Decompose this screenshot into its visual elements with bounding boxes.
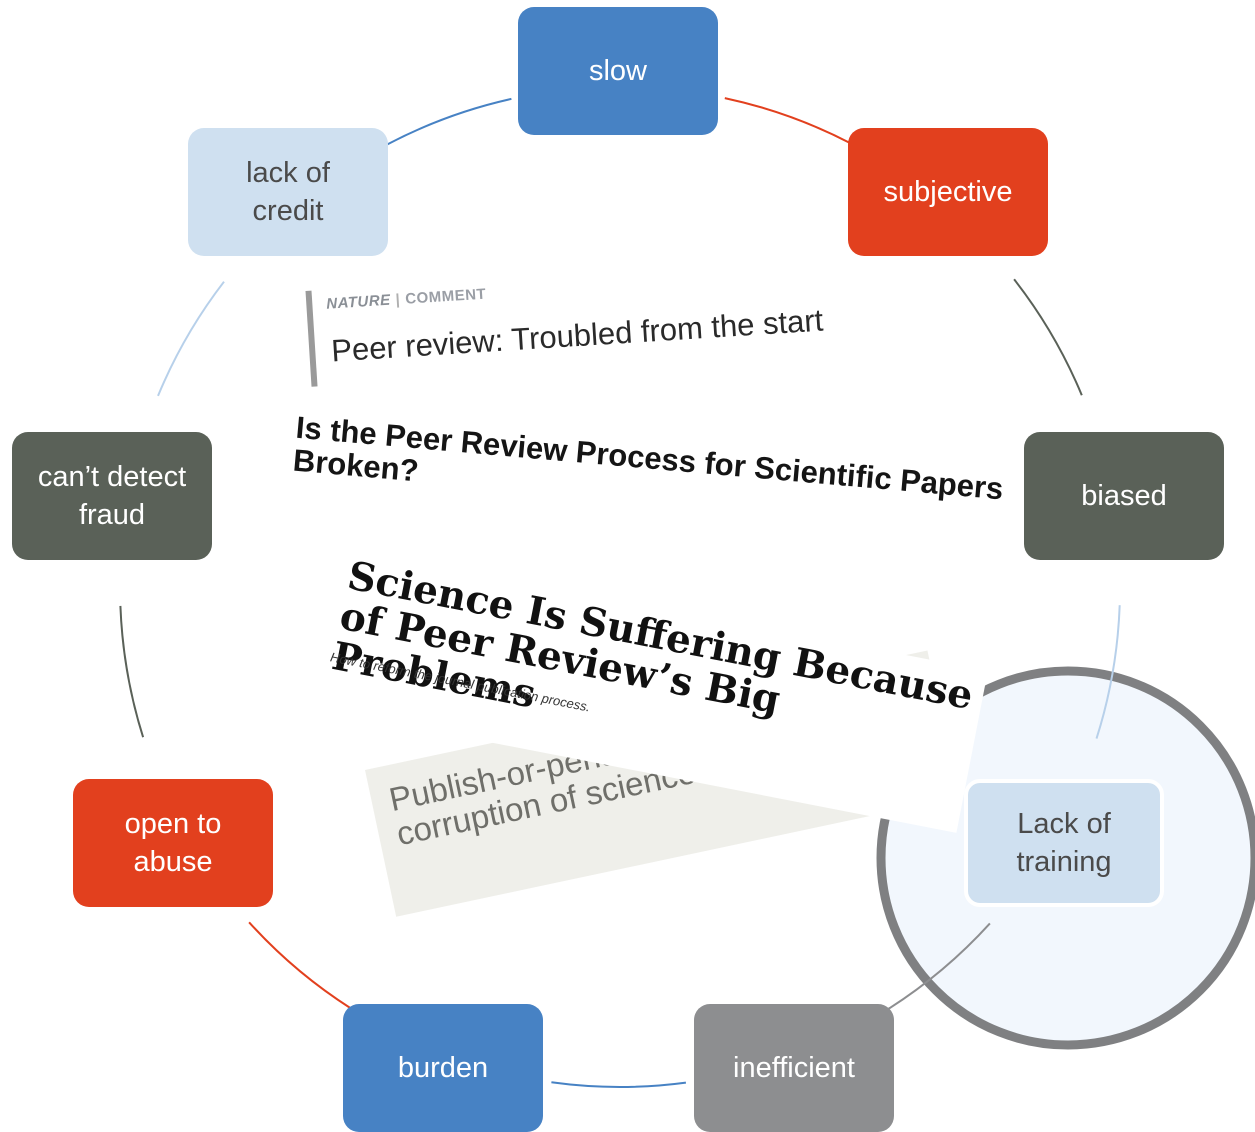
kicker-publication: NATURE <box>325 291 392 313</box>
node-label: subjective <box>884 173 1013 211</box>
connector-arc <box>119 605 145 738</box>
node-cant-detect-fraud: can’t detect fraud <box>12 432 212 560</box>
node-label-line: slow <box>588 54 647 87</box>
clipping-kicker: NATURE|COMMENT <box>325 285 487 313</box>
connector-arc <box>1013 278 1083 396</box>
node-label-line: open to <box>124 807 222 840</box>
node-label-line: biased <box>1081 479 1167 512</box>
node-label-line: credit <box>252 195 324 227</box>
node-label-line: burden <box>397 1051 489 1084</box>
kicker-section: COMMENT <box>404 285 487 308</box>
node-label-line: training <box>1016 846 1112 878</box>
node-subjective: subjective <box>848 128 1048 256</box>
node-open-to-abuse: open to abuse <box>73 779 273 907</box>
node-burden: burden <box>343 1004 543 1132</box>
node-biased: biased <box>1024 432 1224 560</box>
connector-arc <box>157 281 225 397</box>
node-label: biased <box>1081 477 1166 515</box>
node-label-line: abuse <box>133 846 213 878</box>
node-label-line: can’t detect <box>37 460 187 493</box>
connector-arc <box>1095 605 1121 739</box>
node-label-line: lack of <box>246 156 330 189</box>
node-label: burden <box>398 1049 488 1087</box>
node-label-line: subjective <box>883 175 1013 208</box>
connector-arc <box>386 97 512 146</box>
node-label: slow <box>589 52 647 90</box>
node-label-line: inefficient <box>733 1051 855 1084</box>
node-label: can’t detect fraud <box>38 458 186 535</box>
connector-arc <box>885 922 991 1011</box>
node-label-line: fraud <box>78 499 146 531</box>
node-label: inefficient <box>733 1049 855 1087</box>
connector-arc <box>551 1081 687 1088</box>
node-lack-of-credit: lack of credit <box>188 128 388 256</box>
node-label: Lack of training <box>1016 805 1111 882</box>
node-lack-of-training: Lack of training <box>964 779 1164 907</box>
node-inefficient: inefficient <box>694 1004 894 1132</box>
node-label: open to abuse <box>125 805 222 882</box>
node-label: lack of credit <box>246 154 330 231</box>
node-slow: slow <box>518 7 718 135</box>
connector-arc <box>248 921 352 1010</box>
connector-arc <box>724 97 851 144</box>
node-label-line: Lack of <box>1017 807 1111 840</box>
nature-headline-title: Peer review: Troubled from the start <box>330 302 825 369</box>
